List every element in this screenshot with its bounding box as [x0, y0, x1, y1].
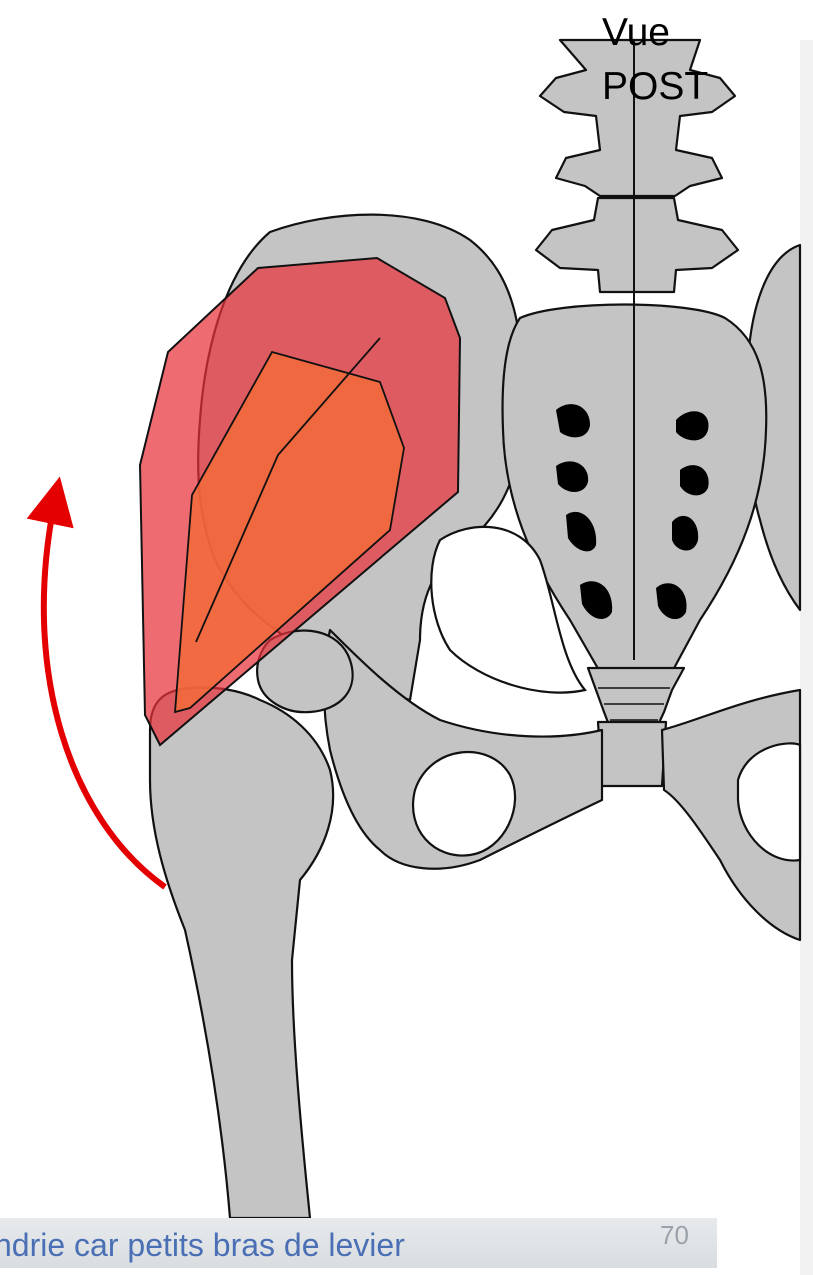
- footer-caption: ndrie car petits bras de levier: [0, 1227, 405, 1264]
- view-label-line2: POST: [602, 60, 742, 114]
- pubic-symphysis: [598, 722, 666, 786]
- left-femur: [150, 688, 333, 1219]
- view-label-line1: Vue: [602, 6, 742, 60]
- lumbar-vertebra-middle: [536, 198, 738, 292]
- view-label: Vue POST: [602, 6, 742, 114]
- page-number: 70: [660, 1220, 689, 1251]
